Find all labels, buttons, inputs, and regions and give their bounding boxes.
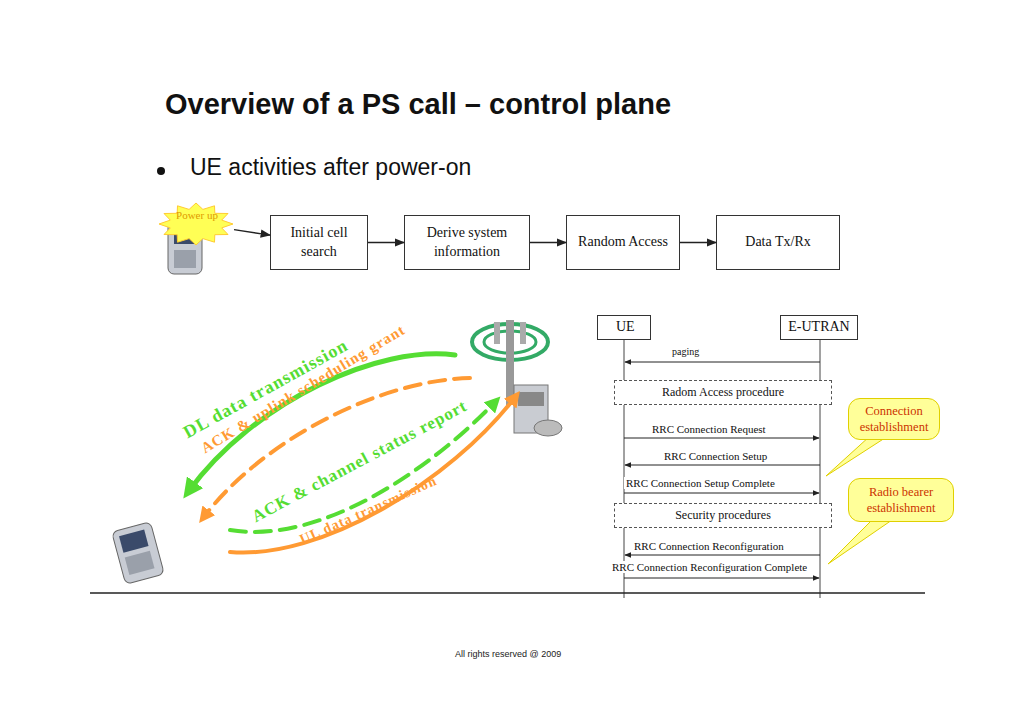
flow-arrow bbox=[680, 242, 716, 243]
entity-box: E-UTRAN bbox=[780, 315, 858, 340]
node-text: Initial cell search bbox=[271, 224, 367, 262]
rule bbox=[90, 593, 925, 594]
node-text: Data Tx/Rx bbox=[745, 233, 810, 252]
node-text: Security procedures bbox=[675, 507, 771, 523]
node-text: Random Access bbox=[578, 233, 668, 252]
message-label: RRC Connection Setup Complete bbox=[624, 477, 777, 489]
radio-links bbox=[188, 354, 516, 553]
node-text: Derive system information bbox=[405, 224, 529, 262]
node-text: Radom Access procedure bbox=[662, 384, 784, 400]
slide-title: Overview of a PS call – control plane bbox=[165, 88, 671, 121]
node-text: Radio bearer establishment bbox=[849, 484, 953, 517]
process-box: Initial cell search bbox=[270, 215, 368, 270]
node-text: Power up bbox=[174, 202, 218, 223]
phone-icon bbox=[112, 522, 165, 585]
entity-box: UE bbox=[597, 315, 651, 340]
process-box: Derive system information bbox=[404, 215, 530, 270]
callout-bubble: Connection establishment bbox=[848, 398, 940, 440]
base-station bbox=[472, 320, 562, 436]
procedure-box: Radom Access procedure bbox=[614, 380, 832, 405]
process-box: Random Access bbox=[566, 215, 680, 270]
message-label: RRC Connection Reconfiguration bbox=[632, 540, 786, 552]
message-label: RRC Connection Reconfiguration Complete bbox=[610, 561, 809, 573]
flow-arrow bbox=[234, 230, 270, 235]
text-label: All rights reserved @ 2009 bbox=[455, 649, 561, 659]
message-label: RRC Connection Request bbox=[650, 423, 768, 435]
procedure-box: Security procedures bbox=[614, 503, 832, 528]
power-up-burst: Power up bbox=[158, 202, 234, 246]
node-text: UE bbox=[616, 318, 635, 337]
callout-bubble: Radio bearer establishment bbox=[848, 478, 954, 522]
message-label: RRC Connection Setup bbox=[662, 450, 769, 462]
node-text: Connection establishment bbox=[849, 403, 939, 436]
message-label: paging bbox=[670, 346, 701, 357]
link-label: ACK & uplink scheduling grant bbox=[198, 321, 408, 457]
text-label: UE activities after power-on bbox=[190, 154, 471, 181]
link-label: DL data transmission bbox=[180, 335, 352, 443]
flow-arrow bbox=[530, 242, 566, 243]
node-text: E-UTRAN bbox=[788, 318, 849, 337]
bullet bbox=[157, 167, 165, 175]
process-box: Data Tx/Rx bbox=[716, 215, 840, 270]
starburst-outline bbox=[159, 203, 233, 245]
flow-arrow bbox=[368, 242, 404, 243]
lifelines bbox=[624, 340, 820, 598]
starburst-shape bbox=[158, 202, 234, 246]
